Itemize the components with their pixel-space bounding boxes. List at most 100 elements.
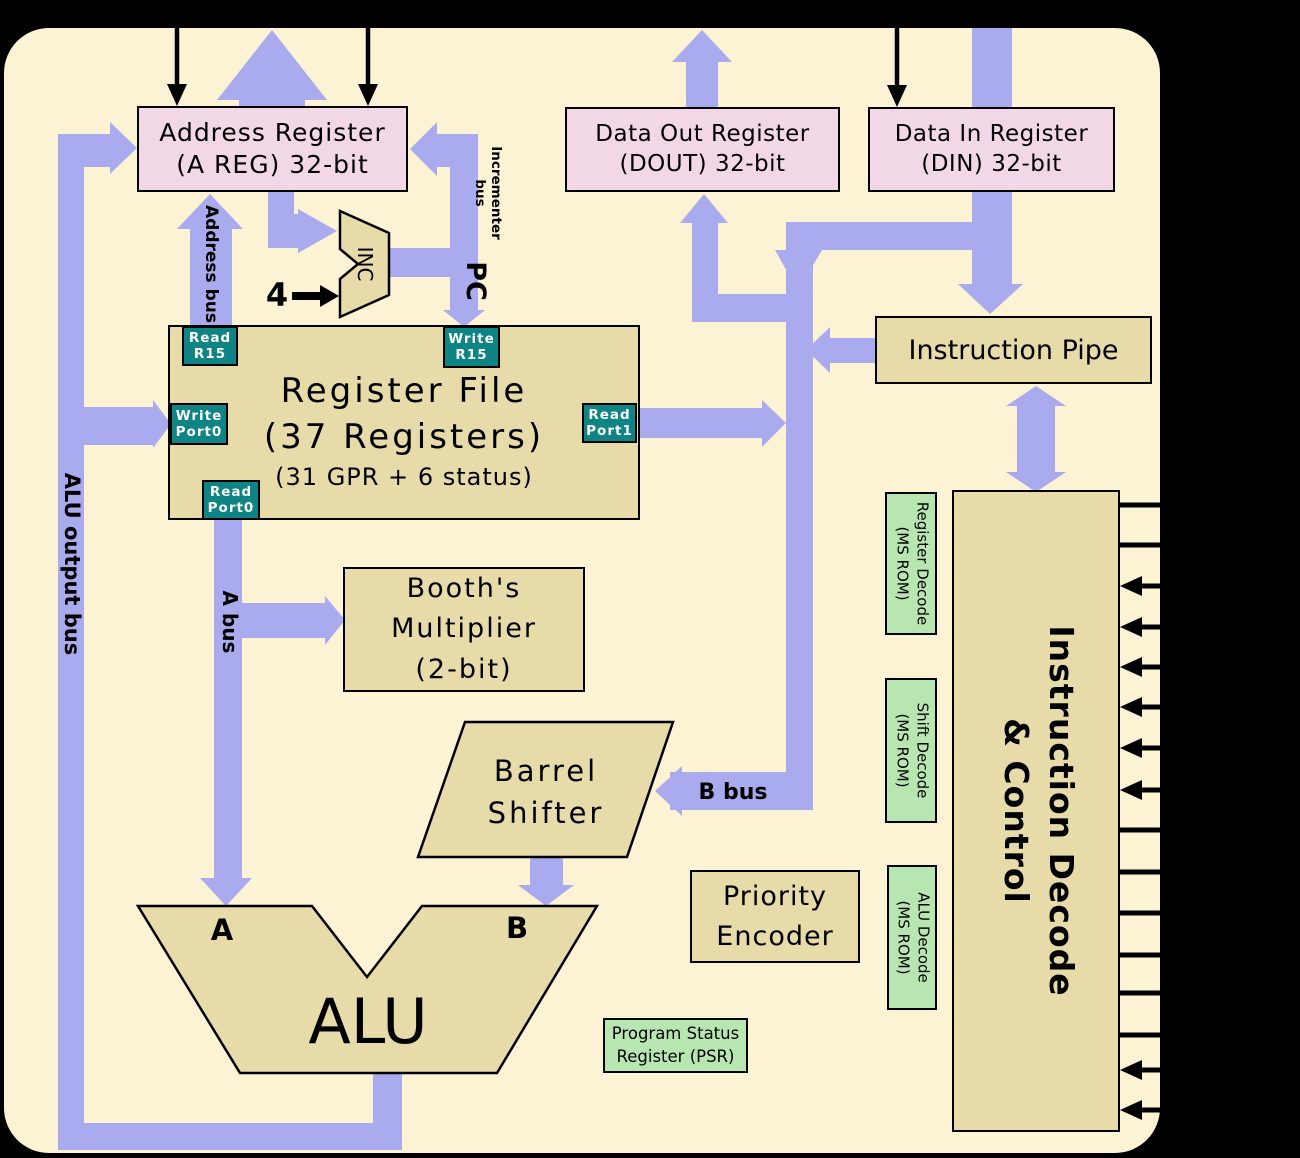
barrel-line2: Shifter xyxy=(487,796,605,831)
instruction-decode-box xyxy=(952,490,1120,1132)
write-r15-port: Write R15 xyxy=(443,326,500,368)
port-label: Read xyxy=(588,406,631,423)
rom-label-line: ALU Decode xyxy=(914,892,933,983)
control-signal-pins xyxy=(1120,502,1160,1120)
b-bus-label: B bus xyxy=(698,780,768,805)
port-label: Port1 xyxy=(586,423,633,439)
register-file-box: Register File (37 Registers) (31 GPR + 6… xyxy=(168,325,640,520)
port-label: Write xyxy=(448,330,495,347)
priority-line1: Priority xyxy=(722,881,828,913)
control-pin-arrowhead xyxy=(1120,1060,1142,1080)
control-pin-arrowhead xyxy=(1120,657,1142,677)
port-label: Read xyxy=(188,329,232,346)
psr-line1: Program Status xyxy=(611,1024,740,1044)
port-label: Port0 xyxy=(207,500,255,516)
read-port1-port: Read Port1 xyxy=(582,403,637,443)
external-data-in-arrow xyxy=(887,28,907,107)
barrel-line1: Barrel xyxy=(493,754,599,788)
register-decode-rom-label: Register Decode (MS ROM) xyxy=(891,489,932,639)
read-r15-port: Read R15 xyxy=(182,326,238,366)
psr-line2: Register (PSR) xyxy=(616,1046,735,1066)
port-label: R15 xyxy=(193,346,227,362)
control-pin-arrowhead xyxy=(1120,697,1142,717)
incrementer-bus-line2: bus xyxy=(471,179,488,207)
data-out-register-box: Data Out Register (DOUT) 32-bit xyxy=(565,107,840,192)
write-port0-port: Write Port0 xyxy=(170,403,228,445)
decode-line2: & Control xyxy=(997,718,1037,904)
a-bus-arrow xyxy=(200,520,252,906)
barrel-shifter-block xyxy=(416,720,675,859)
address-register-line1: Address Register xyxy=(159,117,386,147)
rom-label-line: Register Decode xyxy=(913,501,932,626)
priority-line2: Encoder xyxy=(716,920,834,952)
a-bus-to-booth-arrow xyxy=(242,596,345,645)
booth-line3: (2-bit) xyxy=(415,653,513,685)
port-label: Write xyxy=(175,407,223,424)
read-port0-port: Read Port0 xyxy=(202,480,260,520)
alu-input-a-label: A xyxy=(210,913,234,947)
register-file-line2: (37 Registers) xyxy=(263,416,545,457)
incrementer-loop-bus xyxy=(268,122,485,327)
control-pin-arrowhead xyxy=(1120,1100,1142,1120)
data-in-register-box: Data In Register (DIN) 32-bit xyxy=(868,107,1115,192)
shift-decode-rom-label: Shift Decode (MS ROM) xyxy=(891,676,932,826)
data-in-line1: Data In Register xyxy=(894,120,1089,147)
barrel-shifter-label: Barrel Shifter xyxy=(446,750,646,834)
rom-label-line: Shift Decode xyxy=(913,702,932,799)
instruction-decode-label: Instruction Decode & Control xyxy=(989,531,1083,1091)
alu-label: ALU xyxy=(308,985,428,1058)
address-register-line2: (A REG) 32-bit xyxy=(176,150,369,179)
b-bus xyxy=(655,248,813,816)
booths-multiplier-box: Booth's Multiplier (2-bit) xyxy=(343,567,585,692)
port-label: Port0 xyxy=(175,424,223,440)
alu-output-bus xyxy=(58,134,402,1150)
booth-line2: Multiplier xyxy=(391,613,537,645)
port-label: R15 xyxy=(455,347,488,363)
external-address-arrows xyxy=(167,28,378,106)
address-register-box: Address Register (A REG) 32-bit xyxy=(137,106,408,192)
psr-box: Program Status Register (PSR) xyxy=(603,1018,748,1073)
control-pin-arrowhead xyxy=(1120,617,1142,637)
alu-decode-rom-label: ALU Decode (MS ROM) xyxy=(892,863,933,1013)
data-in-line2: (DIN) 32-bit xyxy=(921,150,1062,177)
pipe-to-bbus-arrow xyxy=(806,327,876,373)
address-register-up-arrow xyxy=(217,30,327,107)
register-decode-rom-box xyxy=(885,492,937,635)
pc-label: PC xyxy=(460,261,491,301)
bus-arrow-to-address-register xyxy=(58,122,137,174)
port-label: Read xyxy=(209,483,253,500)
incrementer-bus-label: Incrementer bus xyxy=(470,143,504,243)
rom-label-line: (MS ROM) xyxy=(894,526,912,601)
incrementer-label: INC xyxy=(353,246,377,282)
barrel-to-alu-arrow xyxy=(518,857,574,906)
a-bus-label: A bus xyxy=(218,590,242,654)
pipe-decode-double-arrow xyxy=(1006,386,1066,492)
read-port1-arrow xyxy=(640,400,786,447)
alu-input-b-label: B xyxy=(505,911,529,945)
incrementer-bus-line1: Incrementer xyxy=(488,146,504,240)
control-pin-arrowhead xyxy=(1120,738,1142,758)
register-file-line1: Register File xyxy=(280,370,528,411)
rom-label-line: (MS ROM) xyxy=(895,900,913,975)
alu-decode-rom-box xyxy=(887,865,937,1010)
alu-output-bus-label: ALU output bus xyxy=(60,472,84,656)
address-bus-label: Address bus xyxy=(201,205,221,323)
alu-block xyxy=(135,904,600,1075)
shift-decode-rom-box xyxy=(885,678,937,823)
inc-constant-label: 4 xyxy=(265,276,289,314)
booth-line1: Booth's xyxy=(406,572,522,604)
data-out-line2: (DOUT) 32-bit xyxy=(619,150,786,177)
bus-arrow-to-write-port0 xyxy=(84,400,171,448)
rom-label-line: (MS ROM) xyxy=(894,713,912,788)
data-out-line1: Data Out Register xyxy=(595,120,810,147)
control-pin-arrowhead xyxy=(1120,780,1142,800)
control-pin-arrowhead xyxy=(1120,576,1142,596)
priority-encoder-box: Priority Encoder xyxy=(690,870,860,963)
address-bus-arrow xyxy=(177,194,243,325)
instruction-pipe-label: Instruction Pipe xyxy=(908,334,1119,366)
instruction-pipe-box: Instruction Pipe xyxy=(875,316,1152,384)
inc-constant-arrow xyxy=(292,285,339,307)
register-file-line3: (31 GPR + 6 status) xyxy=(275,462,533,491)
